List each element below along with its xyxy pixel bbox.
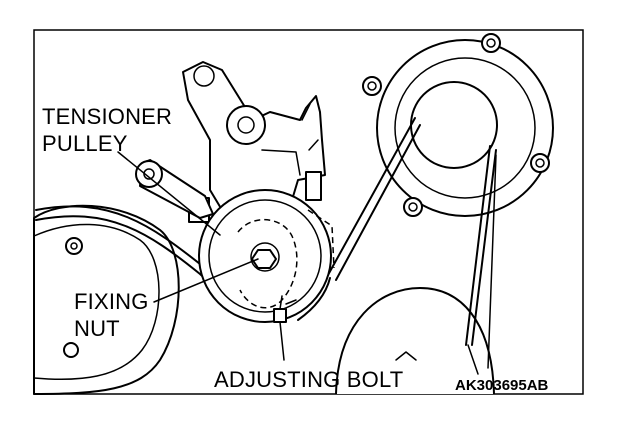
- tensioner-pulley: [198, 189, 335, 323]
- diagram-frame: [33, 29, 584, 395]
- fixing-nut-label-line2: NUT: [74, 316, 120, 341]
- large-pulley: [362, 33, 554, 217]
- tensioner-bracket: [182, 61, 326, 223]
- figure-code: AK303695AB: [455, 377, 549, 394]
- tensioner-arm: [135, 159, 214, 219]
- fixing-nut-hex: [251, 249, 277, 269]
- drawing: [33, 33, 554, 395]
- drive-belt: [35, 117, 497, 346]
- adjusting-bolt-head: [273, 308, 287, 323]
- adjusting-bolt-label: ADJUSTING BOLT: [214, 367, 403, 392]
- fixing-nut-label-line1: FIXING: [74, 289, 149, 314]
- fixing-nut-label: FIXING NUT: [74, 289, 155, 341]
- tensioner-pulley-label-line2: PULLEY: [42, 131, 128, 156]
- tensioner-pulley-label-line1: TENSIONER: [42, 104, 172, 129]
- lower-pulley: [335, 287, 495, 395]
- crankshaft-pulley: [33, 204, 180, 395]
- tensioner-pulley-label: TENSIONER PULLEY: [42, 104, 178, 156]
- leader-lines: [117, 151, 497, 375]
